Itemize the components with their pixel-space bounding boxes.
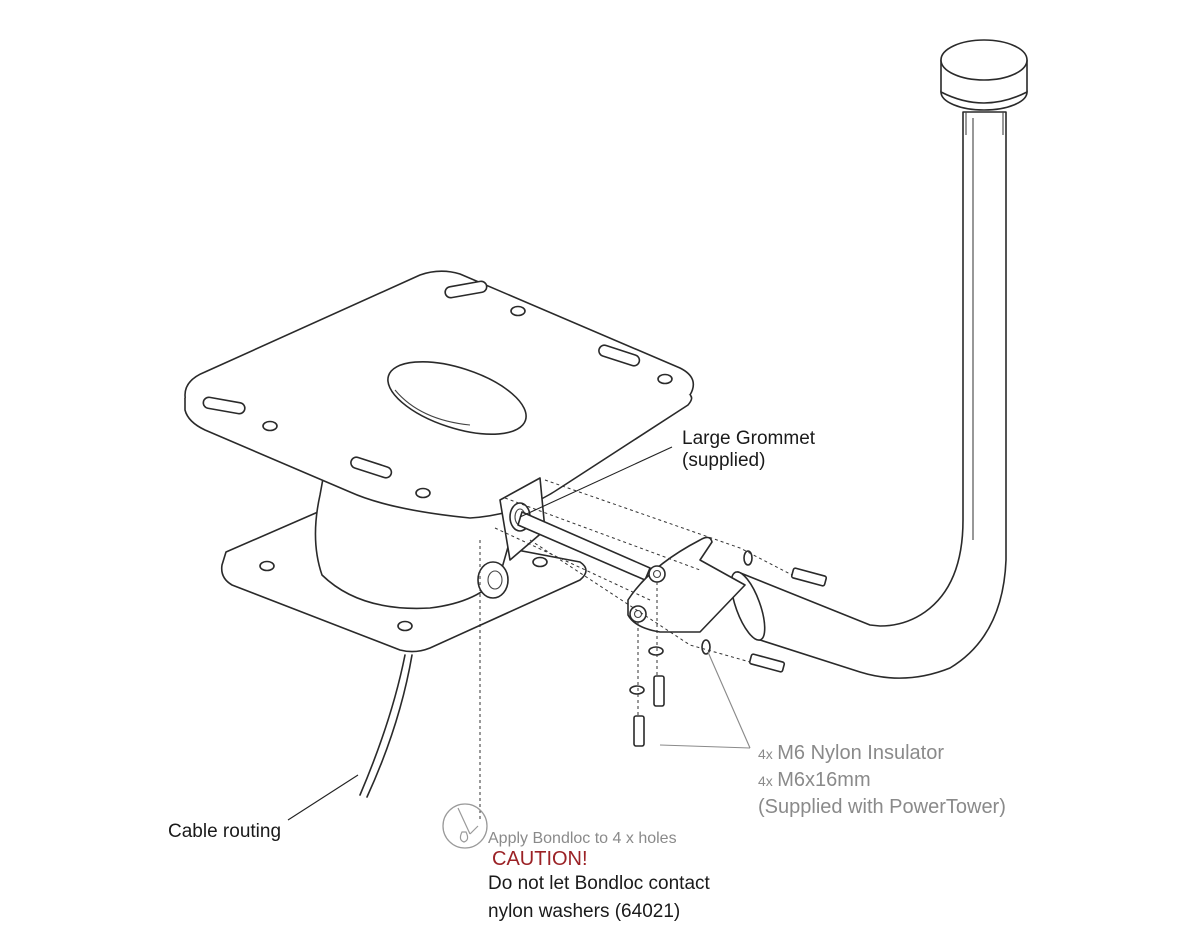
hole-3	[262, 420, 278, 432]
insulator-text: M6 Nylon Insulator	[777, 742, 944, 764]
caution-label: CAUTION!	[492, 848, 588, 870]
slot-1	[444, 280, 488, 299]
base-hole-1	[259, 560, 275, 572]
cable-gland	[477, 561, 509, 599]
grommet-label-line1: Large Grommet	[682, 428, 816, 449]
opening-inner	[394, 389, 471, 426]
grommet-label: Large Grommet (supplied)	[682, 428, 815, 472]
slot-3	[202, 396, 246, 415]
bondloc-drop-icon	[442, 803, 488, 849]
cable-routing-label: Cable routing	[168, 821, 282, 842]
top-plate-opening	[387, 361, 527, 435]
cable	[359, 654, 413, 798]
hardware-label: 4x M6 Nylon Insulator 4x M6x16mm (Suppli…	[758, 742, 1006, 819]
mast-cap-top	[940, 39, 1028, 81]
hardware	[629, 550, 828, 747]
base-hole-3	[532, 556, 548, 568]
dash-4	[494, 527, 651, 601]
screw-1	[790, 567, 828, 587]
insulator-qty: 4x	[758, 746, 773, 762]
power-tower-mast	[730, 39, 1028, 679]
cable-wire-2	[366, 654, 413, 798]
top-plate-edge	[184, 394, 693, 519]
screw-4	[633, 715, 645, 747]
grommet-leader	[519, 446, 673, 518]
screw-3	[653, 675, 665, 707]
assembly-lines	[479, 479, 793, 820]
insulator-leader-a	[707, 651, 751, 749]
screw-qty: 4x	[758, 773, 773, 789]
warning-line2: nylon washers (64021)	[488, 900, 681, 922]
bracket-bolt-upper-core	[652, 569, 662, 579]
insulator-3	[648, 646, 664, 656]
supplied-note: (Supplied with PowerTower)	[758, 796, 1006, 818]
grommet-label-line2: (supplied)	[682, 449, 766, 471]
hole-4	[415, 487, 431, 499]
hole-2	[657, 373, 673, 385]
insulator-line: 4x M6 Nylon Insulator	[758, 742, 1006, 765]
cable-leader	[287, 774, 359, 821]
warning-label: Do not let Bondloc contact nylon washers…	[488, 873, 710, 923]
mast-cone	[965, 112, 1004, 135]
slot-2	[598, 344, 641, 367]
screw-2	[748, 653, 786, 673]
dash-2	[504, 497, 701, 571]
warning-line1: Do not let Bondloc contact	[488, 873, 710, 894]
leader-lines	[287, 446, 751, 821]
screw-line: 4x M6x16mm	[758, 769, 1006, 792]
cable-gland-inner	[487, 570, 503, 590]
dash-1	[544, 479, 793, 576]
cable-wire-1	[359, 654, 406, 796]
insulator-4	[629, 685, 645, 695]
bracket-bolt-upper	[648, 565, 666, 583]
bracket-bolt-lower	[629, 605, 647, 623]
pedestal-mount	[184, 270, 695, 653]
hole-1	[510, 305, 526, 317]
insulator-leader-b	[659, 744, 751, 749]
slot-4	[350, 456, 393, 479]
apply-bondloc-label: Apply Bondloc to 4 x holes	[488, 830, 677, 847]
insulator-1	[743, 550, 753, 566]
base-hole-2	[397, 620, 413, 632]
screw-text: M6x16mm	[777, 769, 871, 791]
mast-tube	[737, 111, 1007, 679]
insulator-2	[701, 639, 711, 655]
